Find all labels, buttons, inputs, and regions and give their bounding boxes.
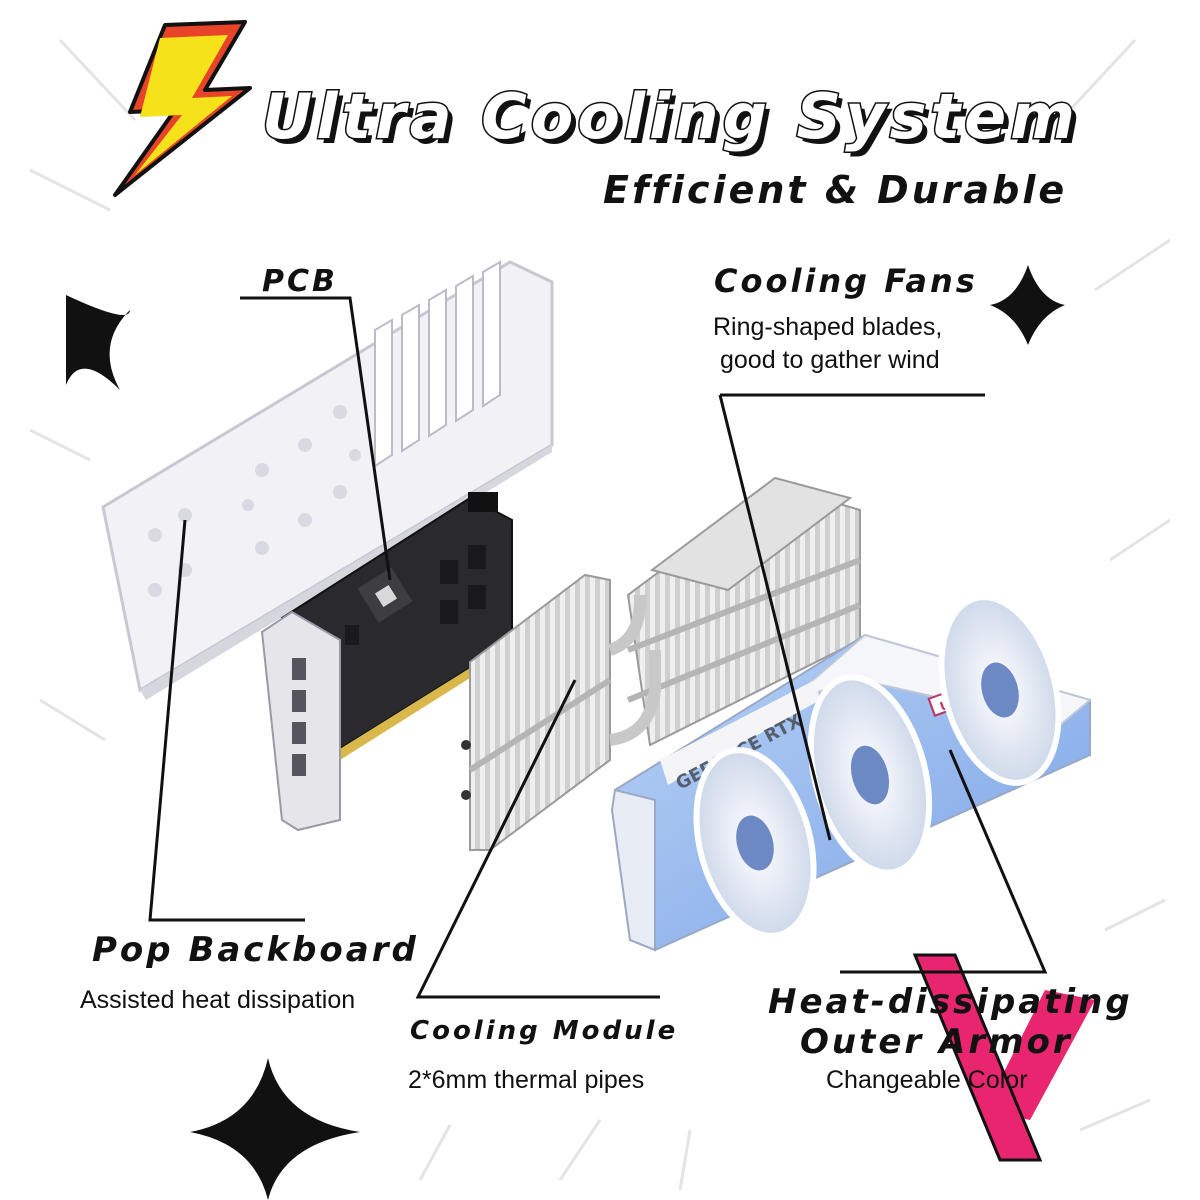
pink-accent <box>912 953 1095 1162</box>
sparkle-star-icon <box>66 295 130 390</box>
cooling-fans-desc-line2: good to gather wind <box>720 346 940 374</box>
outer-armor-label-line1: Heat-dissipating <box>768 982 1133 1022</box>
outer-armor-label-line2: Outer Armor <box>800 1022 1073 1062</box>
sparkle-star-icon <box>190 1058 360 1200</box>
speed-lines <box>29 38 1171 1191</box>
fan-right <box>938 594 1062 786</box>
pcb-board <box>260 492 513 832</box>
cooling-module-label: Cooling Module <box>410 1016 679 1046</box>
pcb-label: PCB <box>262 264 338 299</box>
backboard-desc: Assisted heat dissipation <box>80 986 356 1014</box>
cooling-fans-label: Cooling Fans <box>714 262 978 300</box>
fan-center <box>807 674 933 876</box>
page-subtitle: Efficient & Durable <box>603 168 1068 212</box>
heatsink <box>461 476 862 851</box>
backboard-label: Pop Backboard <box>92 930 419 970</box>
page-title: Ultra Cooling System <box>261 79 1079 155</box>
outer-armor-desc: Changeable Color <box>826 1066 1028 1094</box>
backplate <box>101 260 554 700</box>
fan-left <box>693 747 817 939</box>
sparkle-star-icon <box>990 265 1065 345</box>
lightning-bolt-icon <box>113 20 252 197</box>
cooling-fans-desc-line1: Ring-shaped blades, <box>713 313 943 341</box>
callout-lines <box>148 296 1048 999</box>
cooling-module-desc: 2*6mm thermal pipes <box>408 1066 645 1094</box>
